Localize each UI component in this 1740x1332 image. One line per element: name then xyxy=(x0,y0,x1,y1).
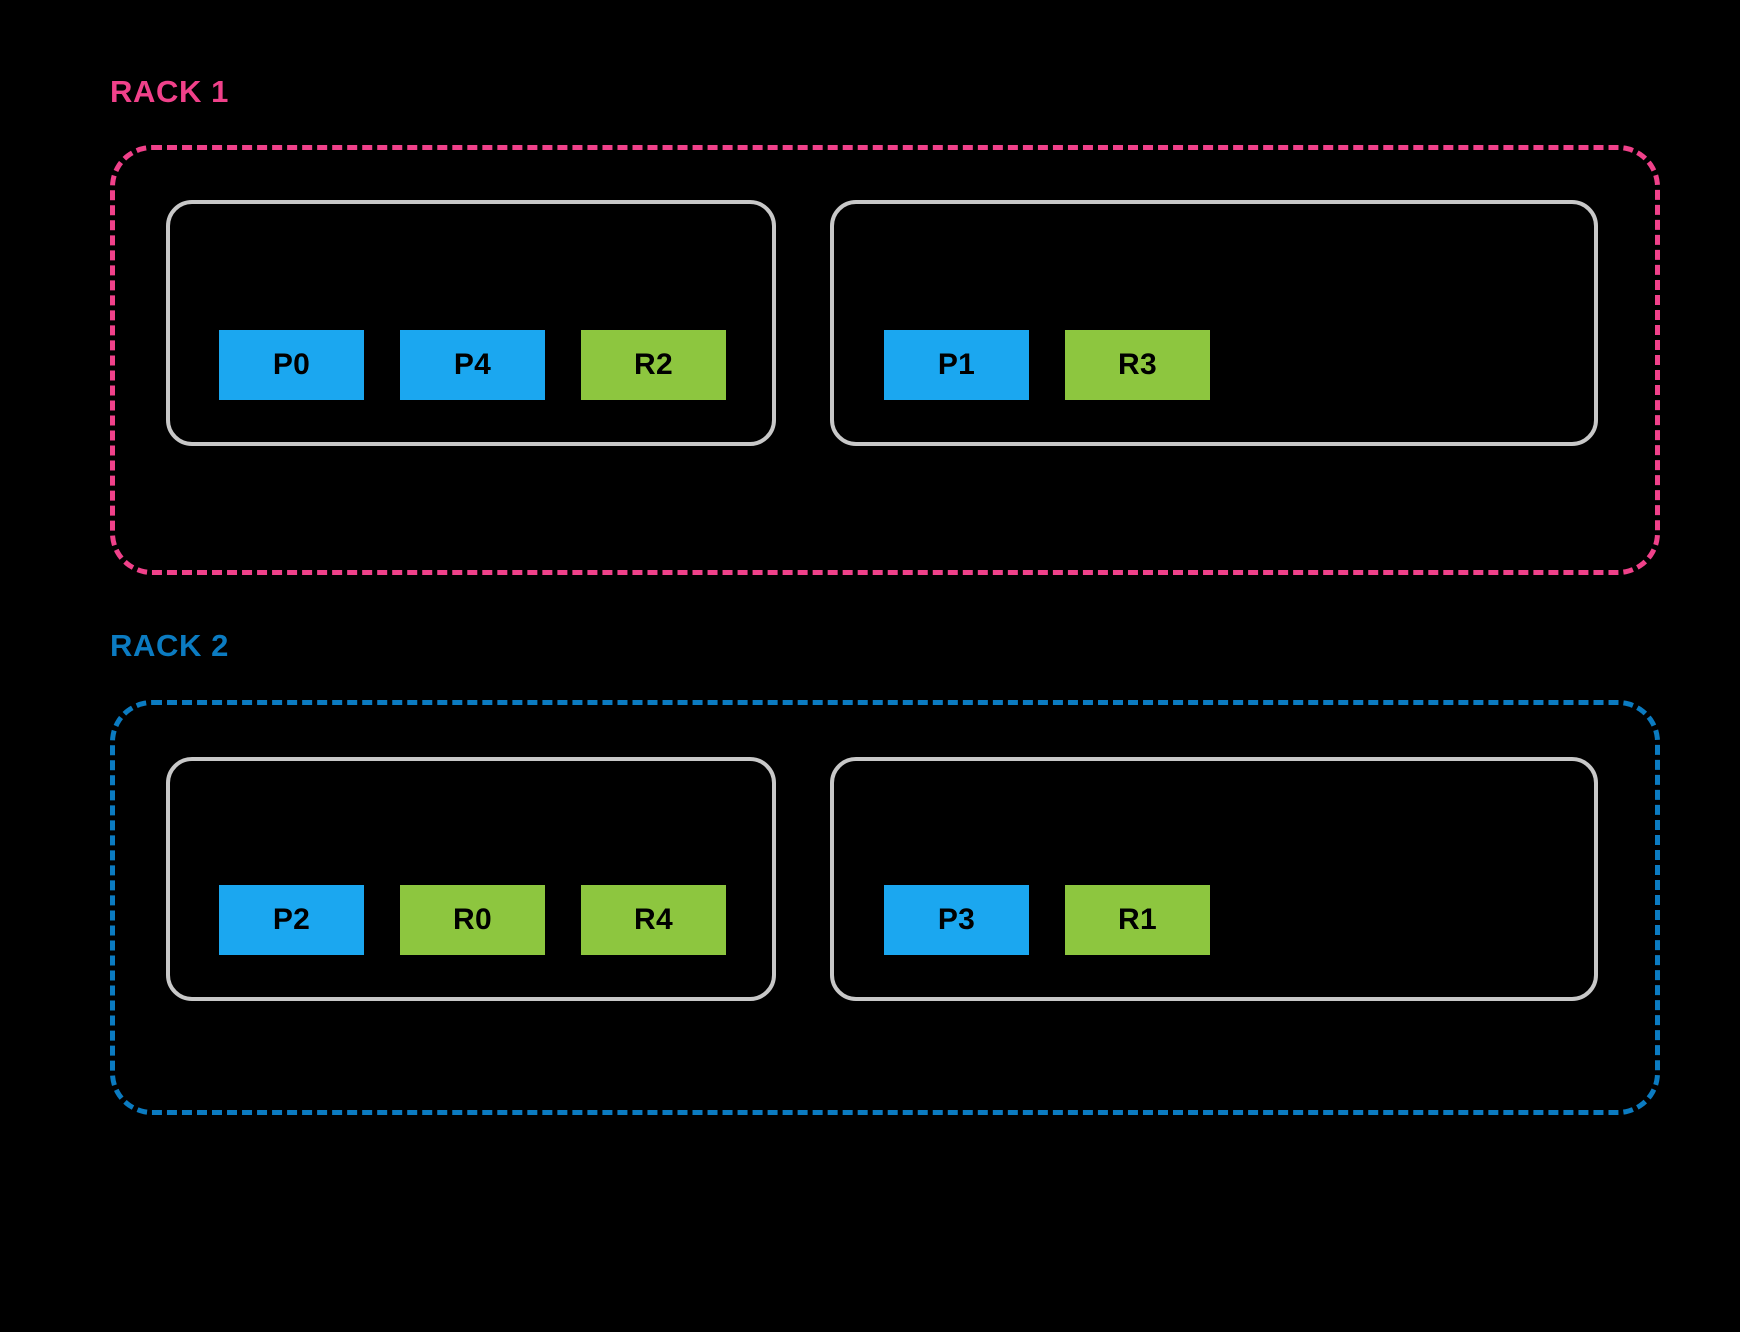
node-2-blocks: P1 R3 xyxy=(884,330,1210,400)
node-box-1 xyxy=(166,200,776,446)
block-r1[interactable]: R1 xyxy=(1065,885,1210,955)
rack-group-1: RACK 1 P0 P4 R2 P1 R3 xyxy=(0,0,1740,600)
block-p3[interactable]: P3 xyxy=(884,885,1029,955)
node-box-4 xyxy=(830,757,1598,1001)
rack-1-label: RACK 1 xyxy=(110,74,230,109)
rack-1-boundary xyxy=(110,145,1660,575)
node-box-2 xyxy=(830,200,1598,446)
rack-2-label: RACK 2 xyxy=(110,628,230,663)
block-p4[interactable]: P4 xyxy=(400,330,545,400)
node-3-blocks: P2 R0 R4 xyxy=(219,885,726,955)
block-r4[interactable]: R4 xyxy=(581,885,726,955)
block-p0[interactable]: P0 xyxy=(219,330,364,400)
node-1-blocks: P0 P4 R2 xyxy=(219,330,726,400)
node-4-blocks: P3 R1 xyxy=(884,885,1210,955)
node-box-3 xyxy=(166,757,776,1001)
rack-2-boundary xyxy=(110,700,1660,1115)
block-r2[interactable]: R2 xyxy=(581,330,726,400)
block-r0[interactable]: R0 xyxy=(400,885,545,955)
block-p2[interactable]: P2 xyxy=(219,885,364,955)
block-p1[interactable]: P1 xyxy=(884,330,1029,400)
block-r3[interactable]: R3 xyxy=(1065,330,1210,400)
